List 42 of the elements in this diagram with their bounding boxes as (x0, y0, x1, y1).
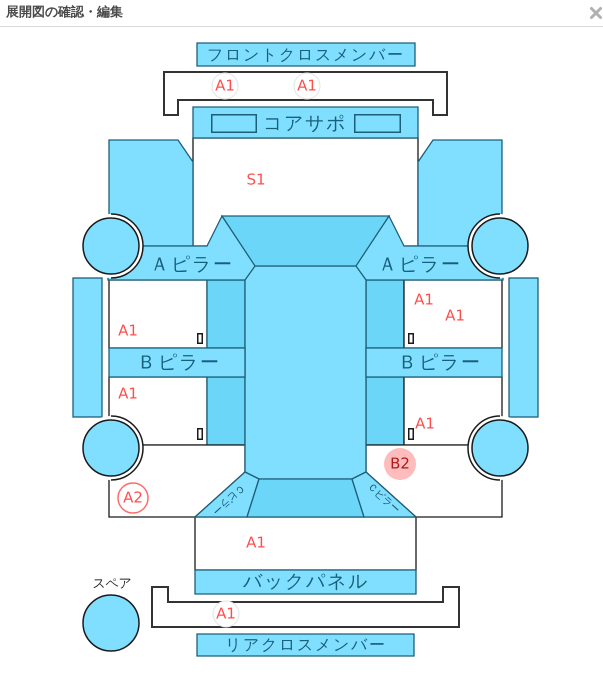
window-title: 展開図の確認・編集 (6, 6, 123, 19)
damage-code: A1 (414, 292, 434, 308)
fender-panel (418, 140, 502, 246)
side-sill-panel (73, 278, 102, 417)
damage-code: A1 (118, 324, 138, 338)
panel-label: Ｃピラー (364, 482, 402, 516)
damage-mark (384, 448, 416, 480)
panel-label: バックパネル (243, 572, 369, 592)
pillar-panel (366, 348, 502, 377)
panel-label: コアサポ (263, 114, 347, 134)
damage-mark (118, 483, 148, 513)
pillar-panel (108, 216, 256, 280)
damage-code: B2 (390, 456, 410, 472)
roof-rail-panel (207, 280, 245, 348)
cross-member-panel (197, 43, 415, 66)
roof-rail-panel (366, 280, 404, 348)
damage-code: A1 (415, 416, 435, 432)
cross-member-panel (197, 634, 414, 656)
core-support-panel (193, 107, 418, 138)
damage-code: S1 (246, 172, 266, 188)
trunk-panel (195, 517, 416, 570)
fender-panel (109, 140, 193, 246)
damage-code: A1 (118, 386, 138, 402)
panel-label: Ａピラー (150, 256, 234, 274)
pillar-panel (109, 348, 245, 377)
damage-code: A1 (445, 308, 465, 324)
side-sill-panel (509, 278, 538, 417)
panel-label: Ｂピラー (398, 354, 482, 372)
damage-code: A2 (123, 490, 143, 506)
roof-rail-panel (207, 377, 245, 445)
roof-rail-panel (366, 377, 404, 445)
door-panel (404, 280, 502, 348)
panel-label: Ｃピラー (210, 482, 246, 516)
roof-panel (245, 266, 366, 479)
back-panel (195, 570, 416, 594)
tire-label: スペア (92, 578, 132, 590)
damage-code: A1 (246, 536, 266, 550)
panel-label: リアクロスメンバー (225, 637, 387, 653)
panel-label: フロントクロスメンバー (207, 47, 405, 63)
door-panel (109, 280, 207, 348)
panel-label: Ｂピラー (137, 354, 221, 372)
panel-label: Ａピラー (378, 256, 462, 274)
